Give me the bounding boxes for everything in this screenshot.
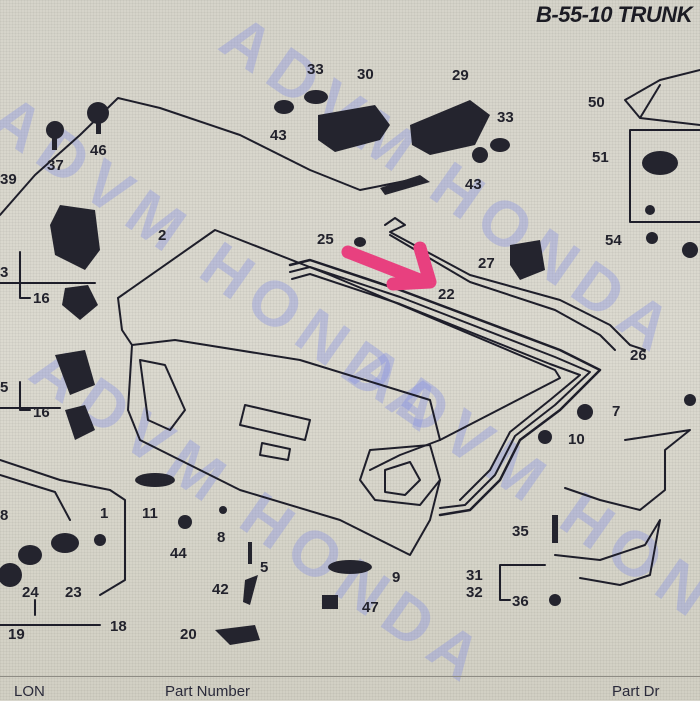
column-header-part-number: Part Number: [165, 683, 251, 700]
callout-1[interactable]: 1: [100, 505, 109, 522]
callout-37[interactable]: 37: [47, 157, 64, 174]
callout-42[interactable]: 42: [212, 581, 229, 598]
callout-10[interactable]: 10: [568, 431, 585, 448]
callout-36[interactable]: 36: [512, 593, 529, 610]
callout-54[interactable]: 54: [605, 232, 622, 249]
callout-39[interactable]: 39: [0, 171, 17, 188]
callout-33[interactable]: 33: [307, 61, 324, 78]
callout-8[interactable]: 8: [0, 507, 9, 524]
callout-51[interactable]: 51: [592, 149, 609, 166]
annotation-arrow: [341, 241, 437, 291]
callout-23[interactable]: 23: [65, 584, 82, 601]
callout-26[interactable]: 26: [630, 347, 647, 364]
callout-25[interactable]: 25: [317, 231, 334, 248]
callout-18[interactable]: 18: [110, 618, 127, 635]
callout-32[interactable]: 32: [466, 584, 483, 601]
callout-43[interactable]: 43: [465, 176, 482, 193]
callout-19[interactable]: 19: [8, 626, 25, 643]
callout-33[interactable]: 33: [497, 109, 514, 126]
callout-2[interactable]: 2: [158, 227, 167, 244]
callout-27[interactable]: 27: [478, 255, 495, 272]
callout-22[interactable]: 22: [438, 286, 455, 303]
column-header-part-description: Part Dr: [612, 683, 660, 700]
callout-11[interactable]: 11: [142, 505, 158, 522]
callout-5[interactable]: 5: [0, 379, 9, 396]
callout-9[interactable]: 9: [392, 569, 401, 586]
callout-47[interactable]: 47: [362, 599, 379, 616]
callout-7[interactable]: 7: [612, 403, 621, 420]
callout-20[interactable]: 20: [180, 626, 197, 643]
callout-8[interactable]: 8: [217, 529, 226, 546]
callout-16[interactable]: 16: [33, 290, 50, 307]
callout-50[interactable]: 50: [588, 94, 605, 111]
callout-16[interactable]: 16: [33, 404, 50, 421]
callout-30[interactable]: 30: [357, 66, 374, 83]
callout-44[interactable]: 44: [170, 545, 187, 562]
callout-35[interactable]: 35: [512, 523, 529, 540]
callout-46[interactable]: 46: [90, 142, 107, 159]
parts-table-header: LON Part Number Part Dr: [0, 676, 700, 701]
callout-24[interactable]: 24: [22, 584, 39, 601]
callout-5[interactable]: 5: [260, 559, 269, 576]
diagram-title: B-55-10 TRUNK: [536, 2, 693, 27]
callout-29[interactable]: 29: [452, 67, 469, 84]
column-header-location: LON: [14, 683, 45, 700]
callout-3[interactable]: 3: [0, 264, 9, 281]
callout-43[interactable]: 43: [270, 127, 287, 144]
callout-31[interactable]: 31: [466, 567, 483, 584]
